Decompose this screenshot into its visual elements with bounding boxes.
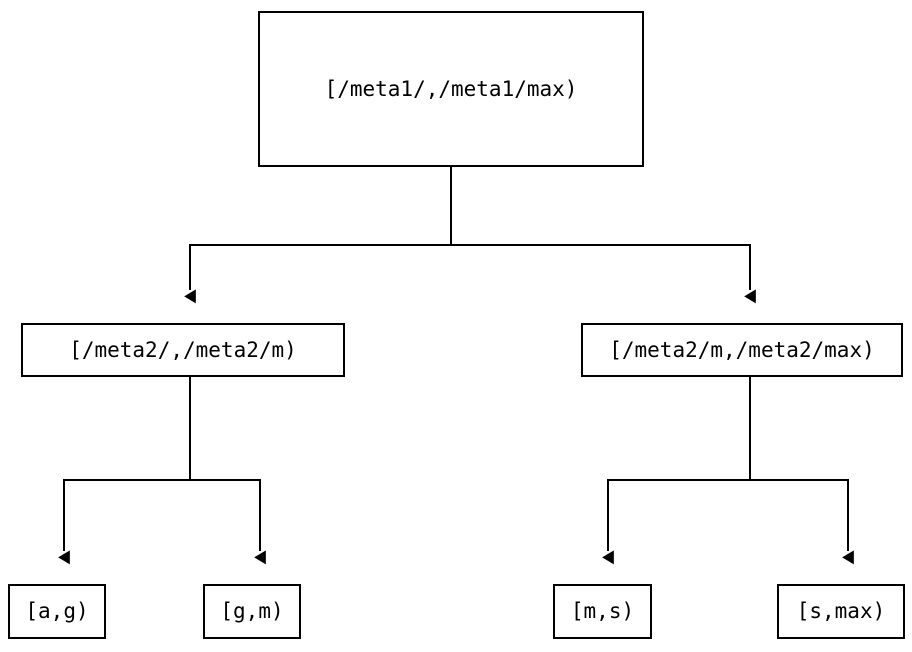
- node-mid-right[interactable]: [/meta2/m,/meta2/max): [581, 323, 903, 377]
- node-mid-left[interactable]: [/meta2/,/meta2/m): [21, 323, 345, 377]
- node-leaf-2[interactable]: [g,m): [203, 584, 301, 639]
- edge-mid-right-to-leaf-3: [602, 377, 751, 565]
- node-mid-right-label: [/meta2/m,/meta2/max): [609, 337, 875, 362]
- node-leaf-3-label: [m,s): [570, 599, 635, 623]
- node-leaf-3[interactable]: [m,s): [553, 584, 652, 639]
- edge-mid-left-to-leaf-2: [189, 377, 266, 565]
- edge-root-to-mid-left: [184, 167, 452, 304]
- node-leaf-2-label: [g,m): [220, 599, 284, 623]
- edge-mid-left-to-leaf-1: [58, 377, 191, 565]
- node-leaf-1-label: [a,g): [25, 599, 89, 623]
- edge-root-to-mid-right: [450, 167, 756, 304]
- node-leaf-4-label: [s,max): [796, 599, 886, 623]
- node-root-label: [/meta1/,/meta1/max): [324, 76, 578, 101]
- node-mid-left-label: [/meta2/,/meta2/m): [69, 337, 297, 362]
- node-leaf-4[interactable]: [s,max): [777, 584, 905, 639]
- edge-mid-right-to-leaf-4: [749, 377, 854, 565]
- node-leaf-1[interactable]: [a,g): [8, 584, 106, 639]
- node-root[interactable]: [/meta1/,/meta1/max): [258, 11, 644, 167]
